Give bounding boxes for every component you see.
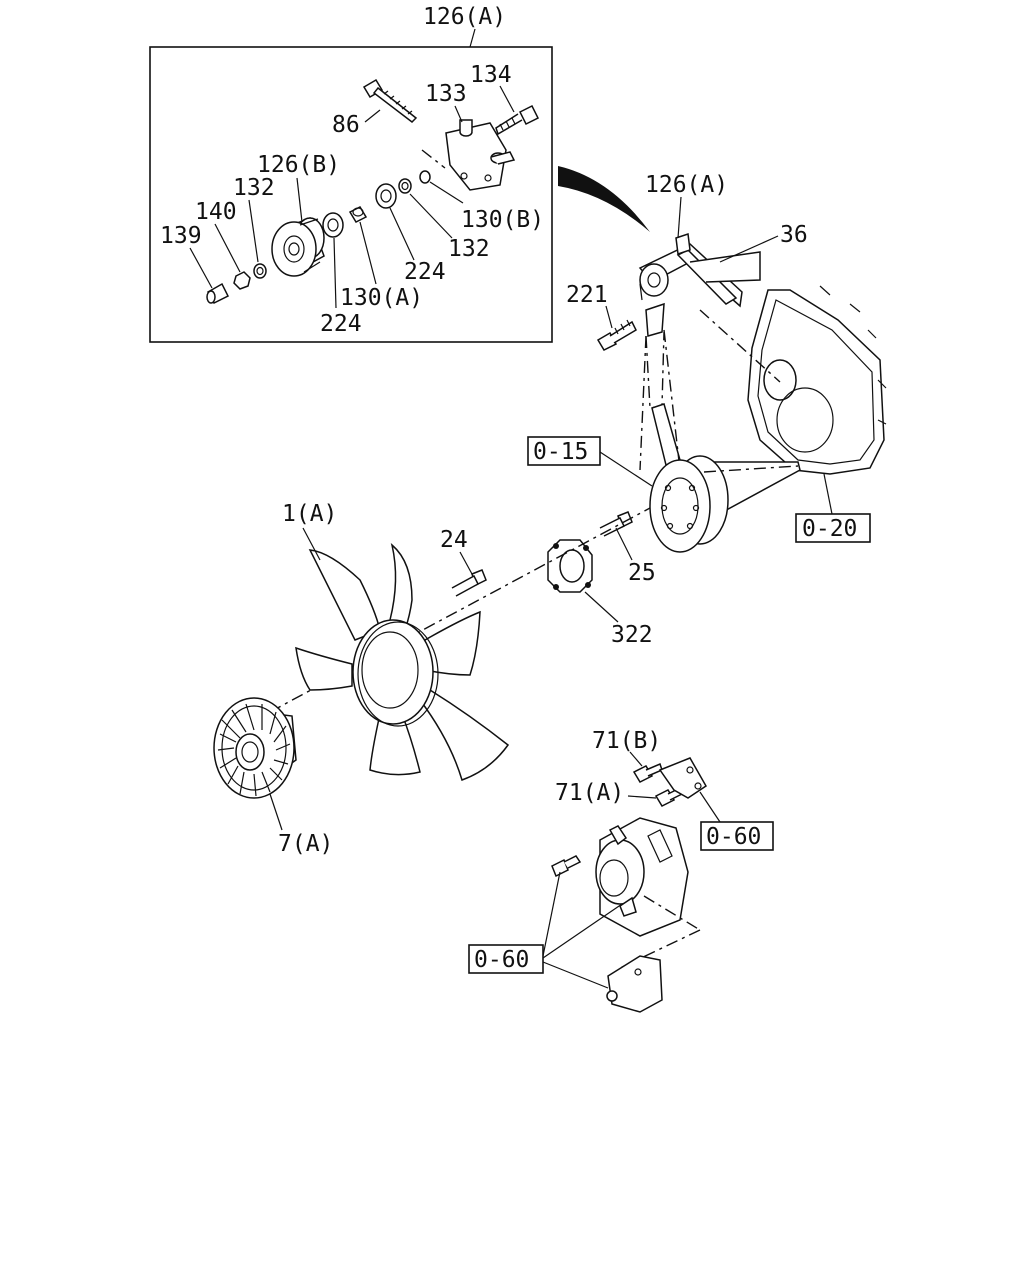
label-139: 139 xyxy=(160,223,202,249)
label-25: 25 xyxy=(628,560,656,586)
fan-spacer-322 xyxy=(547,539,593,593)
tensioner-assembly xyxy=(638,232,761,337)
label-126a: 126(A) xyxy=(645,172,728,198)
alternator xyxy=(595,817,701,969)
label-132-right: 132 xyxy=(448,236,490,262)
bolt-86 xyxy=(362,78,418,123)
inset-title-label: 126(A) xyxy=(423,4,506,30)
label-71b: 71(B) xyxy=(592,728,661,754)
alternator-adjust-bracket xyxy=(658,757,707,799)
bearing-224-right xyxy=(375,183,397,209)
label-322: 322 xyxy=(611,622,653,648)
nut-140 xyxy=(233,271,251,290)
ref-0-60-upper: 0-60 xyxy=(706,824,761,850)
label-224-right: 224 xyxy=(404,259,446,285)
label-1a: 1(A) xyxy=(282,501,337,527)
label-134: 134 xyxy=(470,62,512,88)
washer-132-right xyxy=(398,178,412,194)
ref-box-0-15: 0-15 xyxy=(527,436,653,487)
bracket-133 xyxy=(445,119,516,191)
bearing-224-left xyxy=(322,212,344,238)
label-130b: 130(B) xyxy=(461,207,544,233)
ref-box-0-60-lower: 0-60 xyxy=(468,871,623,989)
washer-130b xyxy=(419,170,431,184)
ref-0-60-lower: 0-60 xyxy=(474,947,529,973)
alternator-mount-bracket xyxy=(606,955,663,1013)
label-130a: 130(A) xyxy=(340,285,423,311)
fan-clutch xyxy=(213,697,297,799)
label-71a: 71(A) xyxy=(555,780,624,806)
label-24: 24 xyxy=(440,527,468,553)
cap-139 xyxy=(206,282,230,304)
spacer-130a xyxy=(348,206,368,223)
bolt-134 xyxy=(495,104,540,136)
bolt-221 xyxy=(596,319,637,351)
crank-pulley xyxy=(649,455,801,553)
callout-arrow xyxy=(558,166,650,232)
inset-frame xyxy=(149,46,553,343)
ref-0-15: 0-15 xyxy=(533,439,588,465)
ref-0-20: 0-20 xyxy=(802,516,857,542)
label-224-left: 224 xyxy=(320,311,362,337)
timing-cover xyxy=(699,285,887,475)
ref-box-0-60-upper: 0-60 xyxy=(699,791,774,851)
bolt-24 xyxy=(451,569,487,597)
label-140: 140 xyxy=(195,199,237,225)
label-36: 36 xyxy=(780,222,808,248)
label-221: 221 xyxy=(566,282,608,308)
label-133: 133 xyxy=(425,81,467,107)
cooling-fan xyxy=(295,542,510,781)
drive-belt xyxy=(639,329,681,471)
fan-axis-line xyxy=(269,507,651,713)
label-86: 86 xyxy=(332,112,360,138)
alternator-bolt xyxy=(551,855,582,878)
bolt-71b xyxy=(632,762,663,783)
inset-title-leader xyxy=(469,28,476,48)
washer-132-left xyxy=(253,263,267,279)
idler-pulley-126b xyxy=(271,217,325,277)
ref-box-0-20: 0-20 xyxy=(795,473,871,543)
label-7a: 7(A) xyxy=(278,831,333,857)
label-126b: 126(B) xyxy=(257,152,340,178)
inset-detail: 126(A) 86 133 134 xyxy=(149,4,553,343)
label-132-left: 132 xyxy=(233,175,275,201)
